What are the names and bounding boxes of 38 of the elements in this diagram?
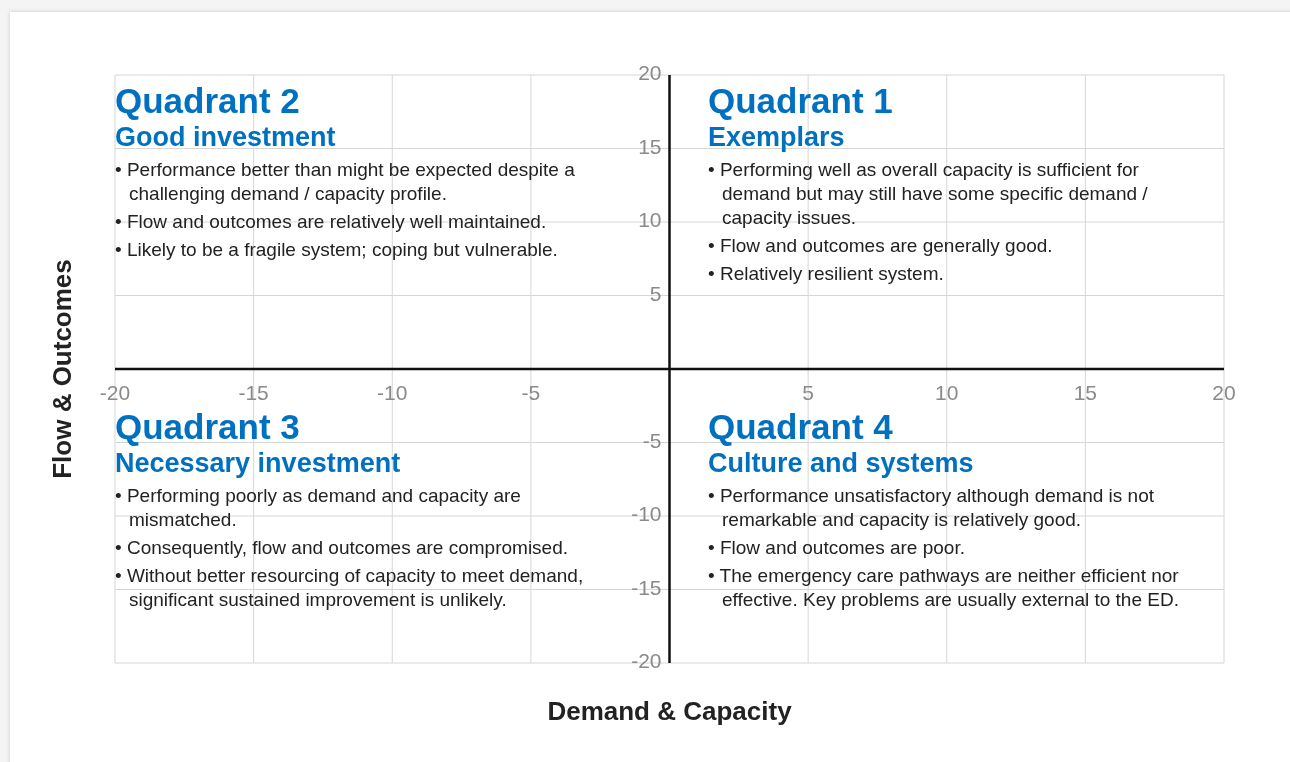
bullet-point: • Flow and outcomes are poor. bbox=[708, 536, 966, 560]
tick-label: 10 bbox=[935, 381, 959, 405]
quadrant-heading: Quadrant 3 bbox=[115, 408, 301, 446]
bullet-point: • Performance better than might be expected despite a challenging demand / capacity profile. bbox=[115, 158, 576, 206]
bullet-point: • Consequently, flow and outcomes are compromised. bbox=[115, 536, 570, 560]
quadrant-heading: Quadrant 2 bbox=[115, 82, 301, 120]
tick-label: 20 bbox=[1212, 381, 1236, 405]
quadrant-subheading: Necessary investment bbox=[115, 447, 402, 480]
tick-label: 10 bbox=[638, 208, 662, 232]
quadrant-heading: Quadrant 1 bbox=[708, 82, 894, 120]
quadrant-heading: Quadrant 4 bbox=[708, 408, 894, 446]
bullet-point: • The emergency care pathways are neither efficient nor effective. Key problems are usually external to the ED. bbox=[708, 564, 1180, 612]
quadrant-subheading: Culture and systems bbox=[708, 447, 975, 480]
bullet-point: • Likely to be a fragile system; coping but vulnerable. bbox=[115, 238, 559, 262]
tick-label: -10 bbox=[377, 381, 408, 405]
bullet-point: • Without better resourcing of capacity to meet demand, significant sustained improvement is unlikely. bbox=[115, 564, 585, 612]
quadrant-subheading: Exemplars bbox=[708, 121, 846, 154]
tick-label: -10 bbox=[631, 502, 662, 526]
axis-title: Demand & Capacity bbox=[547, 696, 792, 727]
bullet-point: • Flow and outcomes are relatively well maintained. bbox=[115, 210, 548, 234]
bullet-point: • Flow and outcomes are generally good. bbox=[708, 234, 1054, 258]
tick-label: 15 bbox=[1073, 381, 1098, 405]
bullet-point: • Relatively resilient system. bbox=[708, 262, 945, 286]
tick-label: 15 bbox=[638, 134, 662, 159]
tick-label: 5 bbox=[649, 281, 662, 306]
tick-label: -20 bbox=[631, 649, 662, 673]
bullet-point: • Performing poorly as demand and capacity are mismatched. bbox=[115, 484, 522, 532]
axis-title: Flow & Outcomes bbox=[46, 259, 78, 479]
tick-label: 20 bbox=[638, 61, 662, 85]
bullet-point: • Performance unsatisfactory although demand is not remarkable and capacity is relatively good. bbox=[708, 484, 1155, 532]
tick-label: -20 bbox=[99, 381, 131, 405]
tick-label: -5 bbox=[642, 428, 662, 453]
tick-label: -15 bbox=[238, 381, 269, 405]
bullet-point: • Performing well as overall capacity is sufficient for demand but may still have some specific demand / capacity issues. bbox=[708, 158, 1149, 230]
tick-label: 5 bbox=[802, 381, 814, 405]
tick-label: -5 bbox=[521, 381, 541, 405]
quadrant-subheading: Good investment bbox=[115, 121, 337, 154]
tick-label: -15 bbox=[631, 575, 662, 600]
